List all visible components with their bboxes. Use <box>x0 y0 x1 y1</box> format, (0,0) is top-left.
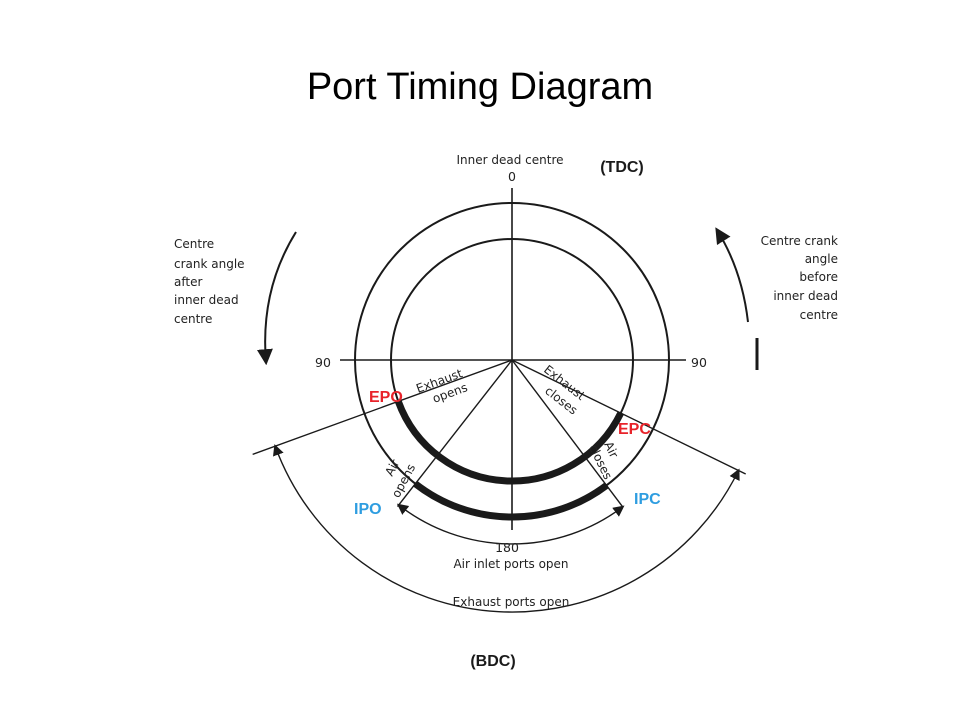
air-inlet-dimension-arc <box>396 503 625 545</box>
air-port-arc <box>413 480 609 521</box>
tdc-label: (TDC) <box>600 159 644 176</box>
epo-marker: EPO <box>369 389 403 406</box>
zero-label: 0 <box>508 169 516 184</box>
right-note-line: centre <box>800 308 838 322</box>
left-note-line: crank angle <box>174 257 245 271</box>
ninety-right-label: 90 <box>691 355 707 370</box>
air-closes-label: Air closes <box>586 439 621 482</box>
air-opens-line: Air <box>382 457 402 478</box>
right-note-line: inner dead <box>773 289 838 303</box>
left-rotation-arrow <box>256 231 297 366</box>
right-note-line: angle <box>805 252 838 266</box>
ninety-left-label: 90 <box>315 355 331 370</box>
left-note-line: centre <box>174 312 212 326</box>
left-note-line: inner dead <box>174 293 239 307</box>
radial-line <box>252 359 513 456</box>
exhaust-port-arc <box>395 400 624 485</box>
air-inlet-ports-open-label: Air inlet ports open <box>453 557 568 571</box>
epc-marker: EPC <box>618 421 651 438</box>
exhaust-opens-label: Exhaust opens <box>414 366 469 406</box>
right-note-line: before <box>799 270 838 284</box>
right-note-line: Centre crank <box>761 234 838 248</box>
ipc-marker: IPC <box>634 491 661 508</box>
bdc-label: (BDC) <box>470 653 515 670</box>
right-note: Centre crank angle before inner dead cen… <box>761 234 838 322</box>
radial-line <box>511 359 624 508</box>
left-note-line: Centre <box>174 237 214 251</box>
exhaust-ports-open-label: Exhaust ports open <box>453 595 570 609</box>
left-note-line: after <box>174 275 202 289</box>
air-opens-label: Air opens <box>382 457 418 500</box>
air-closes-line: Air <box>601 439 621 460</box>
left-note: Centre crank angle after inner dead cent… <box>174 237 245 326</box>
radial-lines <box>252 359 746 508</box>
exhaust-dimension-arc <box>273 444 740 613</box>
one-eighty-label: 180 <box>495 540 519 555</box>
slide-title: Port Timing Diagram <box>306 66 654 108</box>
ipo-marker: IPO <box>354 501 382 518</box>
exhaust-closes-label: Exhaust closes <box>541 362 588 417</box>
right-rotation-arrow <box>715 227 749 323</box>
inner-dead-centre-label: Inner dead centre <box>456 153 563 167</box>
